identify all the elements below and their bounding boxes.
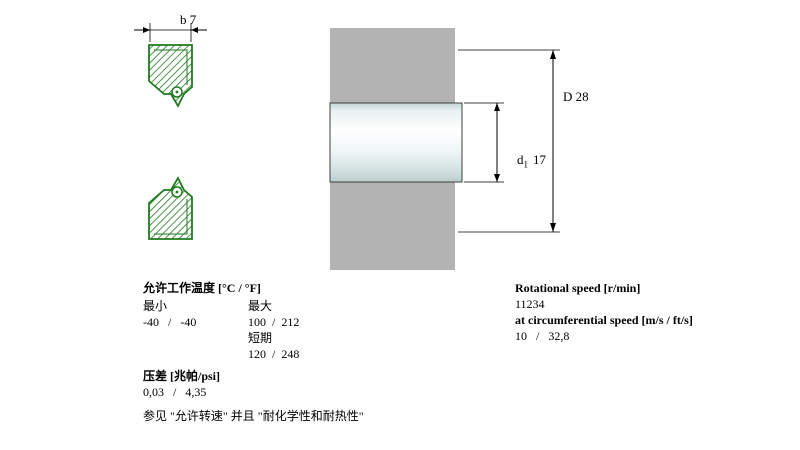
temperature-min-values: -40 / -40 [143,315,197,329]
seal-profile-bottom [148,176,193,240]
temperature-max-label: 最大 [248,299,273,313]
pressure-values: 0,03 / 4,35 [143,385,207,399]
shaft-diameter-label: d1 17 [504,139,546,186]
temperature-short-term-label: 短期 [248,331,273,345]
seal-width-dimension [134,23,207,42]
arrowhead-icon [494,103,500,111]
arrowhead-icon [191,27,198,33]
temperature-title: 允许工作温度 [°C / °F] [143,281,261,295]
rotational-speed-value: 11234 [515,297,545,311]
shaft-diameter-subscript: 1 [523,159,529,170]
garter-spring-bottom-center [175,190,179,194]
temperature-max-values: 100 / 212 [248,315,300,329]
seal-width-label: b 7 [180,12,197,27]
arrowhead-icon [494,174,500,182]
outer-diameter-label: D 28 [563,89,589,104]
seal-case-line-top [154,49,188,85]
seal-profile-top [148,44,193,108]
arrowhead-icon [550,223,556,232]
seal-cross-section-drawing [148,44,193,240]
outer-diameter-dimension [458,49,560,233]
shaft-diameter-value: 17 [533,152,546,167]
circumferential-speed-values: 10 / 32,8 [515,329,570,343]
circumferential-speed-title: at circumferential speed [m/s / ft/s] [515,313,693,327]
seal-case-line-bottom [154,199,188,235]
arrowhead-icon [550,50,556,59]
temperature-short-term-values: 120 / 248 [248,347,300,361]
pressure-title: 压差 [兆帕/psi] [143,369,221,383]
spacer [143,346,248,362]
arrowhead-icon [143,27,150,33]
reference-note: 参见 "允许转速" 并且 "耐化学性和耐热性" [143,409,364,423]
temperature-min-label: 最小 [143,299,168,313]
specifications-right: Rotational speed [r/min] 11234 at circum… [515,280,775,344]
garter-spring-top-center [175,90,179,94]
shaft-diameter-letter: d [517,152,524,167]
spacer [143,330,248,346]
shaft [329,102,463,183]
rotational-speed-title: Rotational speed [r/min] [515,281,641,295]
specifications-left: 允许工作温度 [°C / °F] 最小 最大 -40 / -40 100 / 2… [143,280,503,424]
shaft-diameter-dimension [464,102,504,183]
